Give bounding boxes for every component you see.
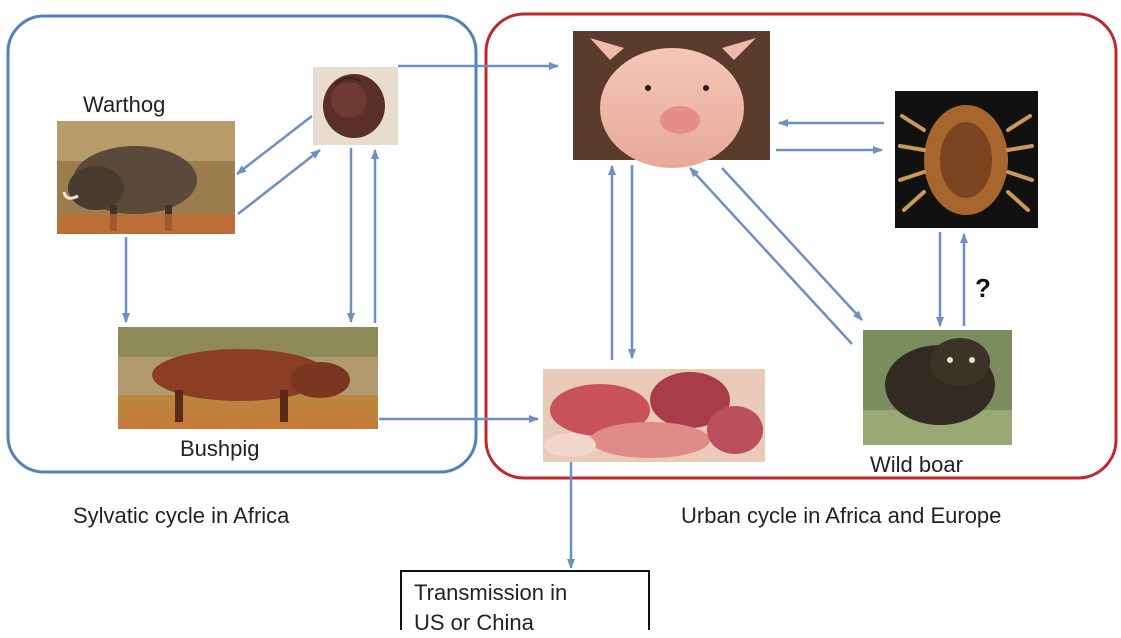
arrow-warthog-to-tick: [238, 150, 320, 214]
asf-transmission-diagram: Warthog Bushpig Wild boar ? Sylvatic cyc…: [0, 0, 1121, 617]
unknown-transmission-mark: ?: [975, 273, 991, 303]
soft-tick-photo: [895, 91, 1038, 228]
tick-in-mud-photo: [313, 67, 398, 145]
bushpig-label: Bushpig: [180, 436, 260, 461]
transmission-line-2: US or China: [414, 608, 648, 638]
transmission-line-1: Transmission in: [414, 578, 648, 608]
transmission-box: Transmission in US or China: [400, 570, 650, 630]
urban-cycle-caption: Urban cycle in Africa and Europe: [681, 503, 1001, 528]
arrow-pig-to-boar: [722, 168, 862, 320]
warthog-label: Warthog: [83, 92, 165, 117]
warthog-photo: [57, 121, 235, 234]
bushpig-photo: [118, 327, 378, 429]
sylvatic-cycle-caption: Sylvatic cycle in Africa: [73, 503, 290, 528]
wild-boar-label: Wild boar: [870, 452, 963, 477]
wild-boar-photo: [863, 330, 1012, 445]
pork-products-photo: [543, 369, 765, 462]
domestic-pig-photo: [573, 31, 770, 168]
arrow-boar-to-pig: [690, 168, 852, 344]
